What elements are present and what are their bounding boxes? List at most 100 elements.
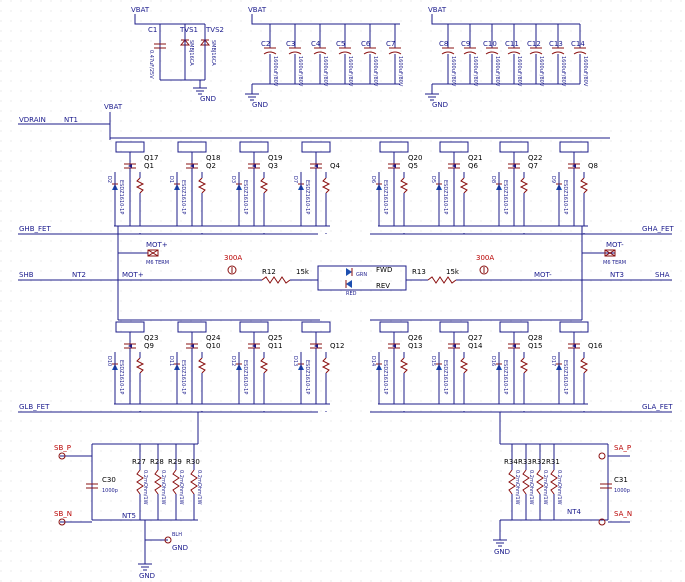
fet-ref-2: Q5	[408, 162, 418, 170]
cap-ref: C6	[361, 40, 371, 48]
shunt-a-section: SA_P SA_N C31 1000p NT4 R340.2mOhm/1WR33…	[493, 412, 632, 556]
zener-value: ESDZ1610-1P	[562, 360, 568, 394]
input-protection-block: VBAT C1 0.47uF/25V TVS1 TVS2 SMBJ16CA SM…	[131, 6, 224, 103]
fet-ref: Q26	[408, 334, 423, 342]
bulk-caps-a: VBAT GND C21600uF/80VC31600uF/80VC41600u…	[245, 6, 403, 109]
zener-value: ESDZ1610-1P	[118, 180, 124, 214]
cap-ref: C4	[311, 40, 321, 48]
motor-phase-section: MOT+ M6 TERM MOT- M6 TERM SHB NT2 MOT+ 3…	[18, 226, 672, 321]
gate-resistor	[259, 357, 269, 374]
nt4-net-label: NT4	[567, 508, 582, 516]
nt5-net-label: NT5	[122, 512, 136, 520]
zener-value: ESDZ1610-1P	[304, 180, 310, 214]
cap-value: 1600uF/80V	[516, 56, 522, 87]
ghb-net-label: GHB_FET	[19, 225, 51, 233]
cap-plate-curved	[313, 51, 327, 55]
fet-ref-2: Q1	[144, 162, 154, 170]
diode-ref: D3	[230, 176, 236, 183]
mosfet-arrow	[512, 164, 516, 168]
gnd-label-1: GND	[200, 95, 216, 103]
cap-plate-curved	[551, 51, 565, 55]
cap-value: 1600uF/80V	[472, 56, 478, 87]
shunt-ref: R28	[150, 458, 164, 466]
vbat-label-3: VBAT	[428, 6, 447, 14]
fet-ref: Q24	[206, 334, 221, 342]
cap-plate-curved	[529, 51, 543, 55]
diode-ref: D17	[550, 356, 556, 366]
fet-ref: Q19	[268, 154, 282, 162]
c31-value: 1000p	[614, 488, 630, 494]
shb-net-label: SHB	[19, 271, 34, 279]
mosfet-arrow	[392, 344, 396, 348]
high-side-a-fets: Q20Q5D6ESDZ1610-1PQ21Q6D5ESDZ1610-1PQ22Q…	[370, 141, 598, 234]
fet-ref: Q25	[268, 334, 282, 342]
shunt-resistor	[550, 469, 558, 495]
shunt-ref: R32	[532, 458, 546, 466]
zener-value: ESDZ1610-1P	[242, 180, 248, 214]
zener-value: ESDZ1610-1P	[502, 180, 508, 214]
cap-plate-curved	[363, 51, 377, 55]
shunt-value: 0.2mOhm/1W	[556, 470, 562, 505]
gate-resistor	[197, 357, 207, 374]
cap-ref: C14	[571, 40, 585, 48]
gate-resistor	[519, 357, 529, 374]
gate-resistor	[459, 357, 469, 374]
shunt-ref: R34	[504, 458, 518, 466]
r13-value: 15k	[446, 268, 460, 276]
vbat-label-2: VBAT	[248, 6, 267, 14]
led-red-label: RED	[346, 291, 357, 297]
cap-value: 1600uF/80V	[582, 56, 588, 87]
c1-ref: C1	[148, 26, 157, 34]
diode-ref: D10	[106, 356, 112, 366]
cap-ref: C8	[439, 40, 448, 48]
cap-ref: C11	[505, 40, 519, 48]
gnd-label-4: GND	[139, 572, 155, 580]
shunt-ref: R30	[186, 458, 200, 466]
zener-value: ESDZ1610-1P	[502, 360, 508, 394]
fet-ref-2: Q4	[330, 162, 341, 170]
mot-minus-net-label: MOT-	[534, 271, 552, 279]
mosfet-arrow	[392, 164, 396, 168]
cap-plate-curved	[288, 51, 302, 55]
mosfet-arrow	[190, 164, 194, 168]
zener-value: ESDZ1610-1P	[442, 180, 448, 214]
mot-plus-term-label: MOT+	[146, 241, 168, 249]
diode-ref: D15	[430, 356, 436, 366]
mot-minus-term-type: M6 TERM	[603, 260, 626, 266]
gnd-label-2: GND	[252, 101, 268, 109]
r13-ref: R13	[412, 268, 426, 276]
shunt-resistor	[522, 469, 530, 495]
cap-plate-curved	[573, 51, 587, 55]
cap-ref: C7	[386, 40, 395, 48]
sb-p-label: SB_P	[54, 444, 71, 452]
gha-net-label: GHA_FET	[642, 225, 674, 233]
diode-ref: D6	[370, 176, 376, 183]
fet-ref-2: Q3	[268, 162, 278, 170]
cap-ref: C2	[261, 40, 270, 48]
cap-ref: C3	[286, 40, 295, 48]
mosfet-arrow	[128, 344, 132, 348]
nt3-net-label: NT3	[610, 271, 624, 279]
shunt-value: 0.2mOhm/1W	[142, 470, 148, 505]
gla-net-label: GLA_FET	[642, 403, 673, 411]
cap-plate-curved	[388, 51, 402, 55]
mosfet-arrow	[572, 164, 576, 168]
zener-value: ESDZ1610-1P	[562, 180, 568, 214]
gate-resistor	[135, 357, 145, 374]
diode-ref: D1	[168, 176, 174, 183]
mosfet-arrow	[314, 344, 318, 348]
shunt-ref: R31	[546, 458, 560, 466]
cap-value: 1600uF/80V	[297, 56, 303, 87]
shunt-resistor	[190, 469, 198, 495]
fet-ref-2: Q13	[408, 342, 422, 350]
c30-ref: C30	[102, 476, 116, 484]
fet-ref-2: Q8	[588, 162, 598, 170]
shunt-ref: R33	[518, 458, 532, 466]
mosfet-arrow	[452, 344, 456, 348]
fet-ref-2: Q15	[528, 342, 542, 350]
diode-ref: D12	[230, 356, 236, 366]
tvs2-value: SMBJ16CA	[210, 40, 216, 66]
cap-ref: C9	[461, 40, 470, 48]
